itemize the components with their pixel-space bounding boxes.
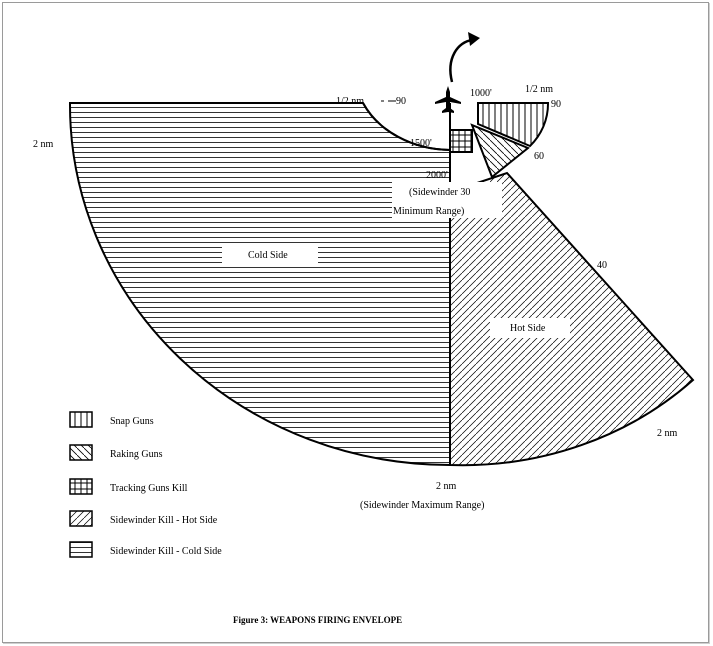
half-nm-right-label: 1/2 nm [525,84,553,95]
legend-label: Sidewinder Kill - Hot Side [110,515,218,526]
range-2nm-bottom: 2 nm [436,481,457,492]
angle-40-label: 40 [597,260,607,271]
legend-swatch-tracking-guns [69,478,93,495]
hot-side-label: Hot Side [510,323,546,334]
range-2nm-right: 2 nm [657,428,678,439]
legend-label: Snap Guns [110,416,154,427]
curved-arrow-icon [449,32,480,83]
range-2nm-left: 2 nm [33,139,54,150]
legend-label: Raking Guns [110,449,163,460]
cold-side-sector [68,102,451,467]
hot-side-label-box [490,318,570,338]
sidewinder-max-label: (Sidewinder Maximum Range) [360,500,484,511]
snap-guns-sector [477,102,550,148]
angle-90-right: 90 [551,99,561,110]
ft-1500-label: 1500' [410,138,432,149]
legend-label: Sidewinder Kill - Cold Side [110,546,222,557]
fighter-jet-icon [435,86,461,113]
angle-60-label: 60 [534,151,544,162]
legend-swatch-sidewinder-hot [69,510,93,527]
legend-swatch-raking-guns [69,444,93,461]
half-nm-arc [362,102,451,151]
angle-90-left: 90 [396,96,406,107]
sidewinder-min-line1: (Sidewinder 30 [409,187,470,198]
sidewinder-min-line2: Minimum Range) [393,206,464,217]
hot-side-sector [449,171,695,467]
ft-2000-label: 2000' [426,170,448,181]
legend-label: Tracking Guns Kill [110,483,188,494]
legend-swatch-snap-guns [69,411,93,428]
cold-side-label-box [222,246,318,264]
sidewinder-min-range-box [392,182,502,218]
tracking-guns-sector [449,129,473,153]
raking-guns-sector [470,123,530,179]
legend-swatch-sidewinder-cold [69,541,93,558]
half-nm-left-label: 1/2 nm [336,96,364,107]
figure-caption: Figure 3: WEAPONS FIRING ENVELOPE [233,615,402,625]
legend: Snap Guns Raking Guns Tracking Guns Kill… [69,411,222,558]
ft-1000-label: 1000' [470,88,492,99]
cold-side-label: Cold Side [248,250,288,261]
